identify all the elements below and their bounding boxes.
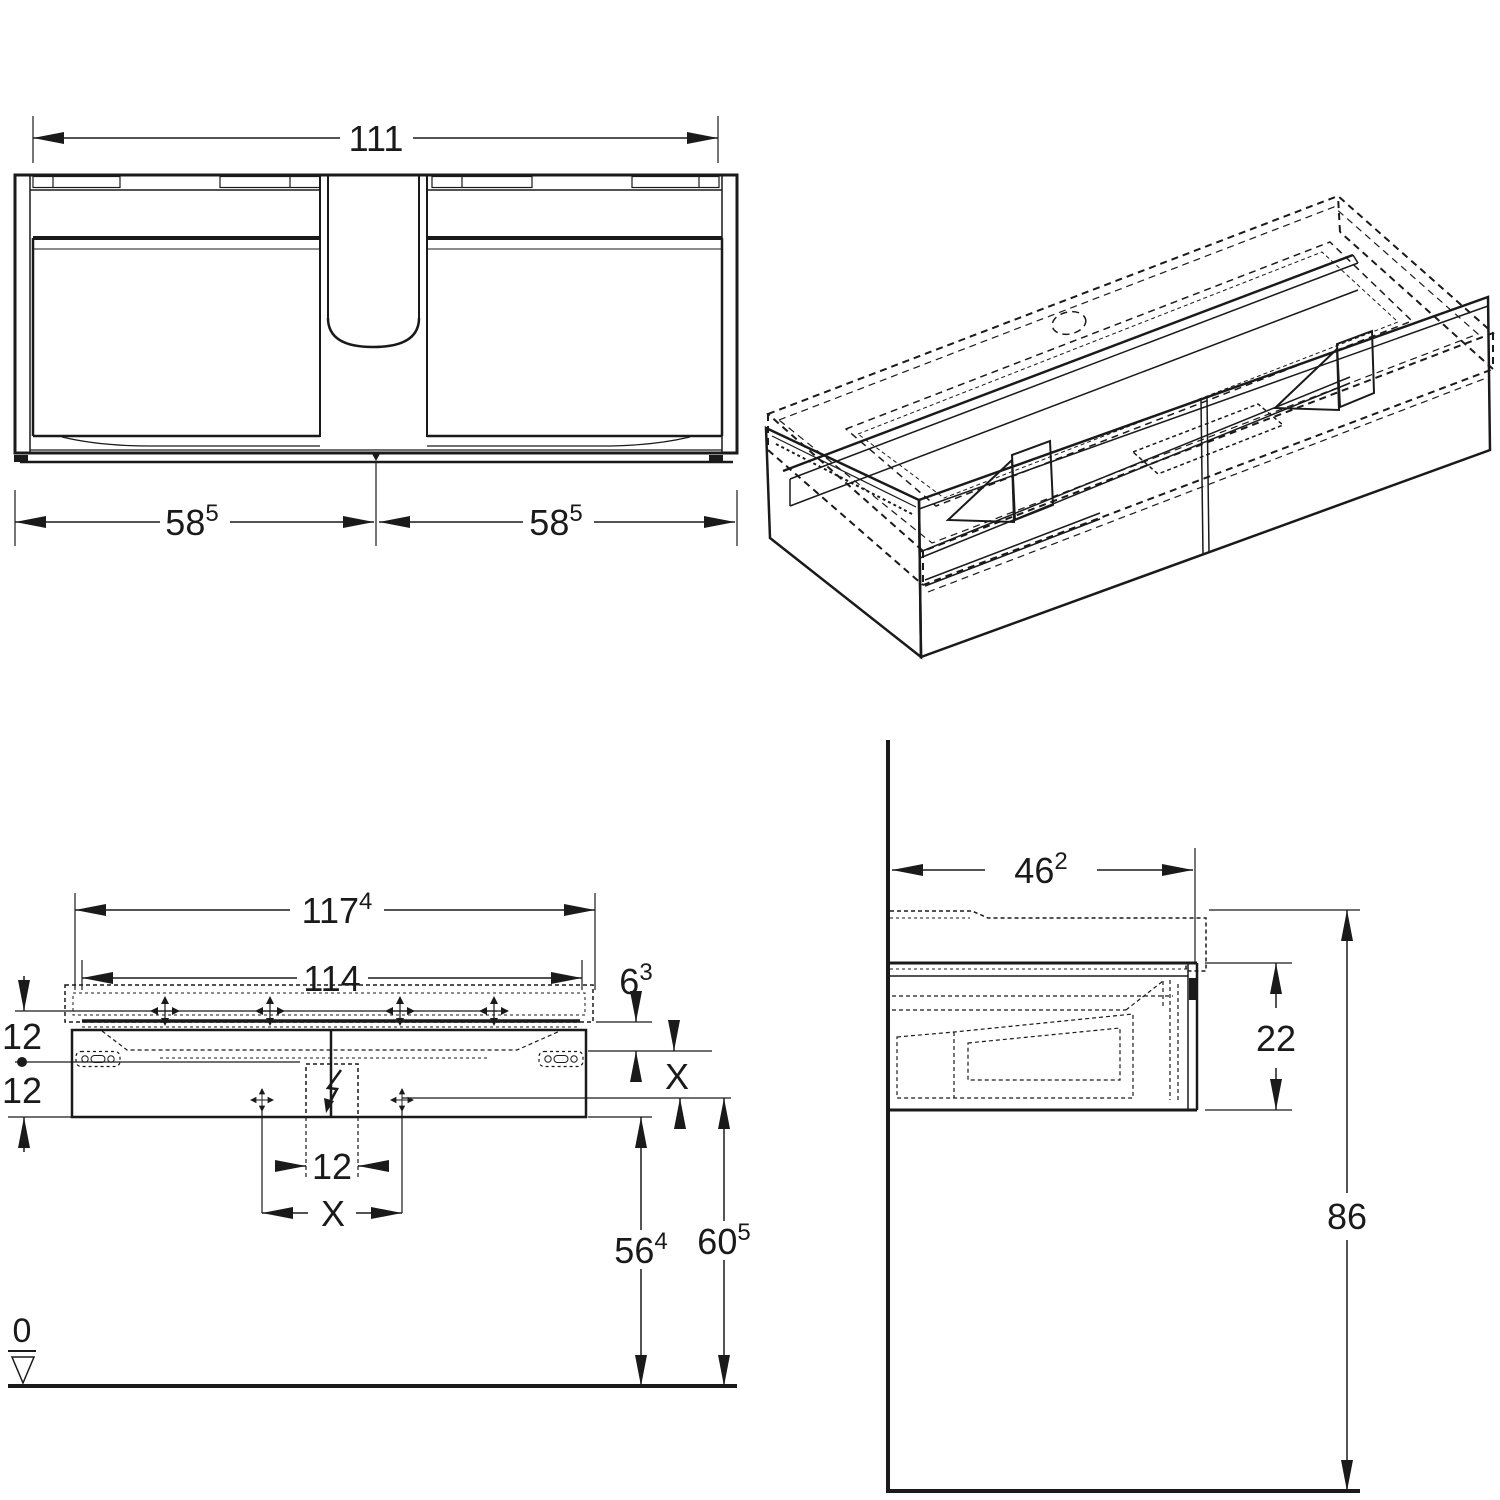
dim-label-floor-to-bracket-line: 605 [697,1219,750,1262]
drawer-bracket-left [945,439,1055,524]
dim-label-depth: 462 [1014,848,1067,891]
cabinet-foot-left [14,455,28,462]
front-view: 111 [13,116,739,546]
dim-label-total-width: 1174 [302,888,373,931]
datum-zero-label: 0 [13,1312,32,1350]
dim-label-rail-width: 114 [303,958,360,999]
cabinet-front-drawers [917,295,1492,659]
dim-label-basin-edge: 63 [619,959,652,1002]
dim-label-half-width-left: 585 [165,500,218,543]
dim-label-half-width-right: 585 [529,500,582,543]
dim-label-width-top: 111 [349,118,404,159]
drawer-bracket-right [1272,329,1376,412]
electrical-zone-dashed [305,1063,359,1118]
keyhole-slots-icon [75,1050,121,1068]
dim-label-bracket-spacing: X [321,1193,345,1234]
dim-label-basin-to-bracket: X [665,1056,689,1097]
datum-zero-symbol: 0 [8,1312,36,1385]
dim-label-rail-to-slots: 12 [2,1016,42,1057]
tap-hole-dashed [1051,310,1087,336]
keyhole-slots-icon [538,1050,584,1068]
installation-view: 1174 114 [2,888,751,1388]
washbasin-dashed-side [890,910,1207,972]
dim-label-floor-to-cabinet-bottom: 564 [614,1228,667,1271]
cabinet-foot-right [709,455,723,462]
cabinet-side-panel [764,425,923,660]
dim-label-outlet-zone-width: 12 [312,1146,352,1187]
dim-label-total-height: 86 [1327,1196,1367,1237]
washbasin-outline-dashed [766,194,1495,553]
isometric-view [764,194,1495,660]
side-view: 462 22 86 [886,740,1367,1493]
dim-label-slots-to-bottom: 12 [2,1070,42,1111]
dim-label-cabinet-height: 22 [1256,1018,1296,1059]
electrical-bolt-icon [324,1069,343,1113]
